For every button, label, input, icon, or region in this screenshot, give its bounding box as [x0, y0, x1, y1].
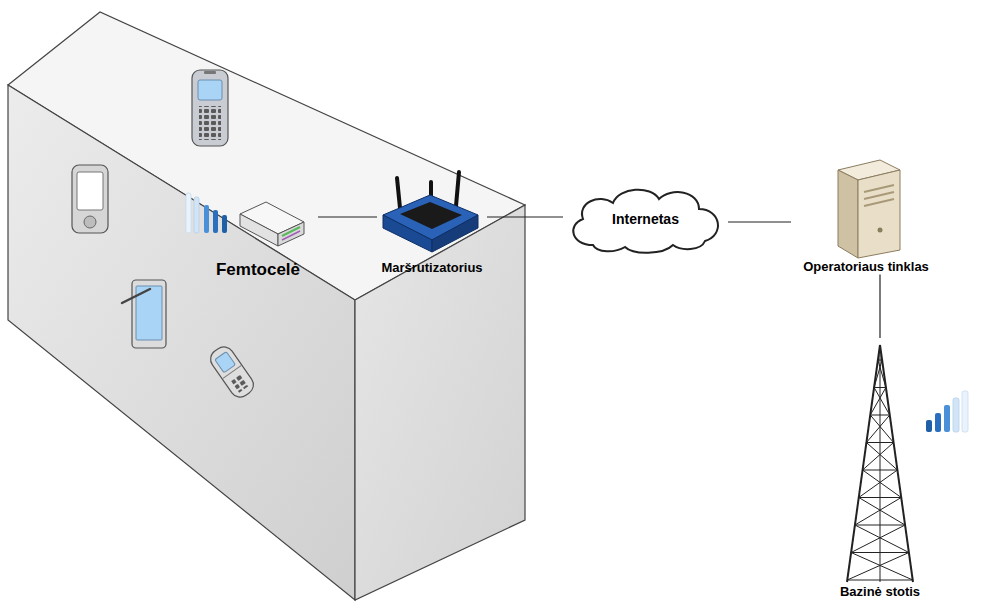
tower-icon: [847, 345, 968, 582]
tower-icon-part-part: [847, 580, 912, 581]
server-icon-part: [838, 170, 858, 258]
mobile-phone-icon: [192, 70, 228, 146]
tower-icon-part-part: [870, 388, 886, 416]
network-link: [879, 275, 880, 338]
flip-phone-icon-part: [231, 373, 249, 392]
tower-icon-part: [847, 360, 912, 580]
server-icon-part: [858, 170, 900, 258]
tower-icon-part-part: [866, 443, 897, 471]
router-icon-part: [456, 172, 459, 206]
network-link: [318, 216, 377, 217]
tower-icon-part-part: [863, 470, 898, 471]
building-box-part: [8, 85, 355, 600]
tower-icon-part-part: [870, 415, 889, 416]
tower-icon-part-part: [863, 470, 902, 498]
router-icon-part: [397, 178, 400, 208]
server-icon: [838, 160, 900, 258]
pda-icon: [72, 165, 108, 233]
router-icon-part: [400, 202, 462, 229]
server-icon-part: [878, 228, 883, 233]
femtocell-node: Femtocelė: [198, 190, 318, 280]
tower-icon-part-part: [859, 470, 898, 498]
tower-icon-part-part: [870, 415, 893, 443]
tower-icon-part-part: [851, 552, 909, 553]
tower-icon-part-part: [847, 553, 909, 581]
femtocell-icon-part: [282, 227, 300, 236]
tower-icon-part-part: [851, 553, 913, 581]
router-icon: [383, 172, 478, 252]
server-icon-part: [864, 185, 894, 192]
pda-icon-part: [77, 172, 103, 210]
femtocell-icon-part: [213, 210, 218, 233]
tower-icon-part-part: [866, 415, 889, 443]
tower-icon-part: [944, 405, 950, 432]
mobile-phone-icon-part: [199, 106, 221, 140]
tablet-icon-part: [122, 289, 150, 303]
tower-icon-part-part: [866, 442, 893, 443]
femtocell-icon-part: [240, 214, 278, 246]
flip-phone-icon-part: [207, 343, 258, 401]
femtocell-icon-part: [194, 197, 199, 233]
icon-space: [377, 165, 487, 260]
device-label: Bazinė stotis: [830, 584, 930, 600]
mobile-phone-icon-part: [204, 71, 216, 74]
tower-icon-part: [935, 413, 941, 432]
tower-icon-part-part: [855, 498, 901, 526]
femtocell-icon-part: [204, 205, 209, 233]
tower-icon-part: [880, 345, 881, 582]
device-label: Maršrutizatorius: [377, 260, 487, 276]
femtocell-icon-part: [186, 193, 191, 233]
device-label: Femtocelė: [198, 260, 318, 280]
tower-icon-part-part: [874, 387, 886, 388]
device-label: Operatoriaus tinklas: [791, 259, 941, 275]
pda-icon-part: [84, 216, 96, 228]
router-icon-part: [432, 215, 478, 252]
tower-icon-part-part: [859, 497, 901, 498]
femtocell-icon-part: [222, 215, 227, 233]
network-link: [728, 221, 791, 222]
tower-icon-part: [953, 398, 959, 432]
tablet-icon: [122, 280, 166, 348]
tower-icon-part: [926, 420, 932, 432]
tower-icon-part-part: [851, 525, 905, 553]
building-box-part: [355, 205, 525, 600]
cloud-label: Internetas: [612, 211, 679, 228]
femtocell-icon-part: [278, 222, 304, 246]
network-link: [487, 216, 563, 217]
flip-phone-icon-part: [215, 352, 236, 373]
server-icon-part: [864, 199, 894, 206]
tower-icon-part-part: [874, 388, 890, 416]
router-icon-part: [383, 215, 432, 252]
server-icon-part: [864, 192, 894, 199]
router-node: Maršrutizatorius: [377, 165, 487, 276]
flip-phone-icon: [207, 343, 258, 401]
tower-icon-part-part: [855, 525, 909, 553]
tower-icon-part-part: [874, 360, 882, 388]
tower-icon-part-part: [855, 525, 905, 526]
tower-icon-part: [962, 391, 968, 432]
icon-space: [198, 190, 318, 260]
cloud-shape: [573, 190, 718, 253]
tower-icon-part-part: [863, 443, 894, 471]
mobile-phone-icon-part: [192, 70, 228, 146]
icon-space: [791, 160, 941, 259]
icon-space: [830, 338, 930, 584]
pda-icon-part: [72, 165, 108, 233]
femtocell-icon-part: [282, 231, 300, 240]
femtocell-icon: [186, 193, 304, 246]
server-node: Operatoriaus tinklas: [791, 160, 941, 275]
tower-icon-part-part: [859, 498, 905, 526]
mobile-phone-icon-part: [198, 80, 222, 100]
tower-node: Bazinė stotis: [830, 338, 930, 600]
cloud-node: Internetas: [563, 183, 728, 255]
tower-icon-part-part: [878, 360, 882, 361]
tower-icon-part-part: [878, 360, 886, 388]
building-box: [8, 12, 525, 600]
